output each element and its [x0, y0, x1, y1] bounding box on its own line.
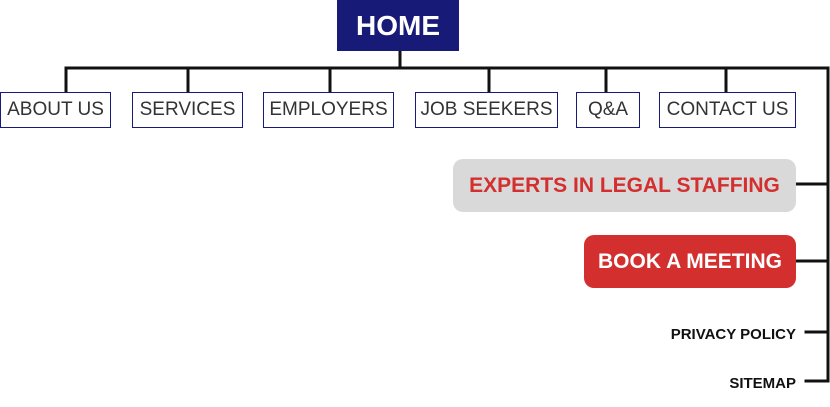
- nav-item-employers[interactable]: EMPLOYERS: [263, 92, 394, 128]
- nav-item-contact-us[interactable]: CONTACT US: [659, 92, 796, 128]
- nav-item-services[interactable]: SERVICES: [132, 92, 243, 128]
- sitemap-link[interactable]: SITEMAP: [729, 374, 796, 392]
- nav-item-about-us[interactable]: ABOUT US: [0, 92, 111, 128]
- nav-item-job-seekers[interactable]: JOB SEEKERS: [415, 92, 558, 128]
- home-node[interactable]: HOME: [337, 0, 459, 51]
- book-meeting-button[interactable]: BOOK A MEETING: [584, 235, 796, 288]
- tagline-banner: EXPERTS IN LEGAL STAFFING: [453, 159, 796, 212]
- nav-item-qa[interactable]: Q&A: [576, 92, 640, 128]
- privacy-policy-link[interactable]: PRIVACY POLICY: [670, 325, 796, 343]
